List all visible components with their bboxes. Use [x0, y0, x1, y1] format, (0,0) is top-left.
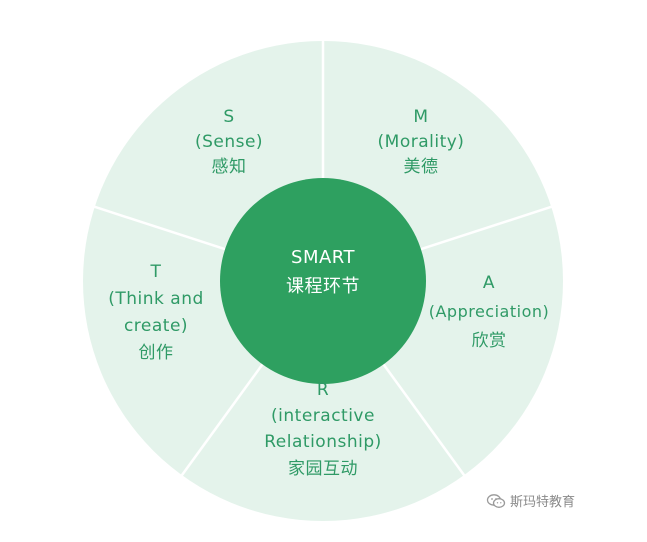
segment-m-letter: M — [413, 107, 428, 127]
segment-r-chinese: 家园互动 — [288, 459, 358, 479]
segment-t-english-1: (Think and — [108, 289, 204, 309]
center-title: SMART — [291, 247, 355, 268]
segment-t: T (Think and create) 创作 — [108, 262, 204, 363]
center-subtitle: 课程环节 — [286, 276, 360, 297]
watermark-text: 斯玛特教育 — [509, 495, 575, 510]
segment-m-english: (Morality) — [378, 132, 465, 152]
segment-divider-4 — [179, 361, 266, 478]
segment-a-english: (Appreciation) — [429, 302, 550, 321]
segment-t-chinese: 创作 — [139, 343, 174, 363]
segment-r-english-2: Relationship) — [264, 432, 382, 452]
segment-divider-5 — [92, 205, 229, 252]
segment-a-chinese: 欣赏 — [472, 331, 507, 351]
segment-r-english-1: (interactive — [271, 406, 375, 426]
segment-a: A (Appreciation) 欣赏 — [429, 273, 550, 351]
segment-m-chinese: 美德 — [404, 157, 439, 177]
segment-s-letter: S — [223, 107, 234, 127]
segment-r-letter: R — [317, 380, 329, 400]
segment-r: R (interactive Relationship) 家园互动 — [264, 380, 382, 479]
wechat-icon — [486, 493, 506, 508]
segment-s: S (Sense) 感知 — [195, 107, 263, 177]
watermark: 斯玛特教育 — [486, 491, 575, 510]
segment-dividers — [92, 39, 554, 478]
segment-t-letter: T — [150, 262, 162, 282]
segment-a-letter: A — [483, 273, 495, 293]
center-circle — [220, 178, 426, 384]
segment-s-chinese: 感知 — [212, 157, 247, 177]
segment-t-english-2: create) — [124, 316, 188, 336]
segment-divider-3 — [380, 361, 467, 478]
segment-s-english: (Sense) — [195, 132, 263, 152]
segment-m: M (Morality) 美德 — [378, 107, 465, 177]
segment-divider-2 — [417, 205, 554, 252]
